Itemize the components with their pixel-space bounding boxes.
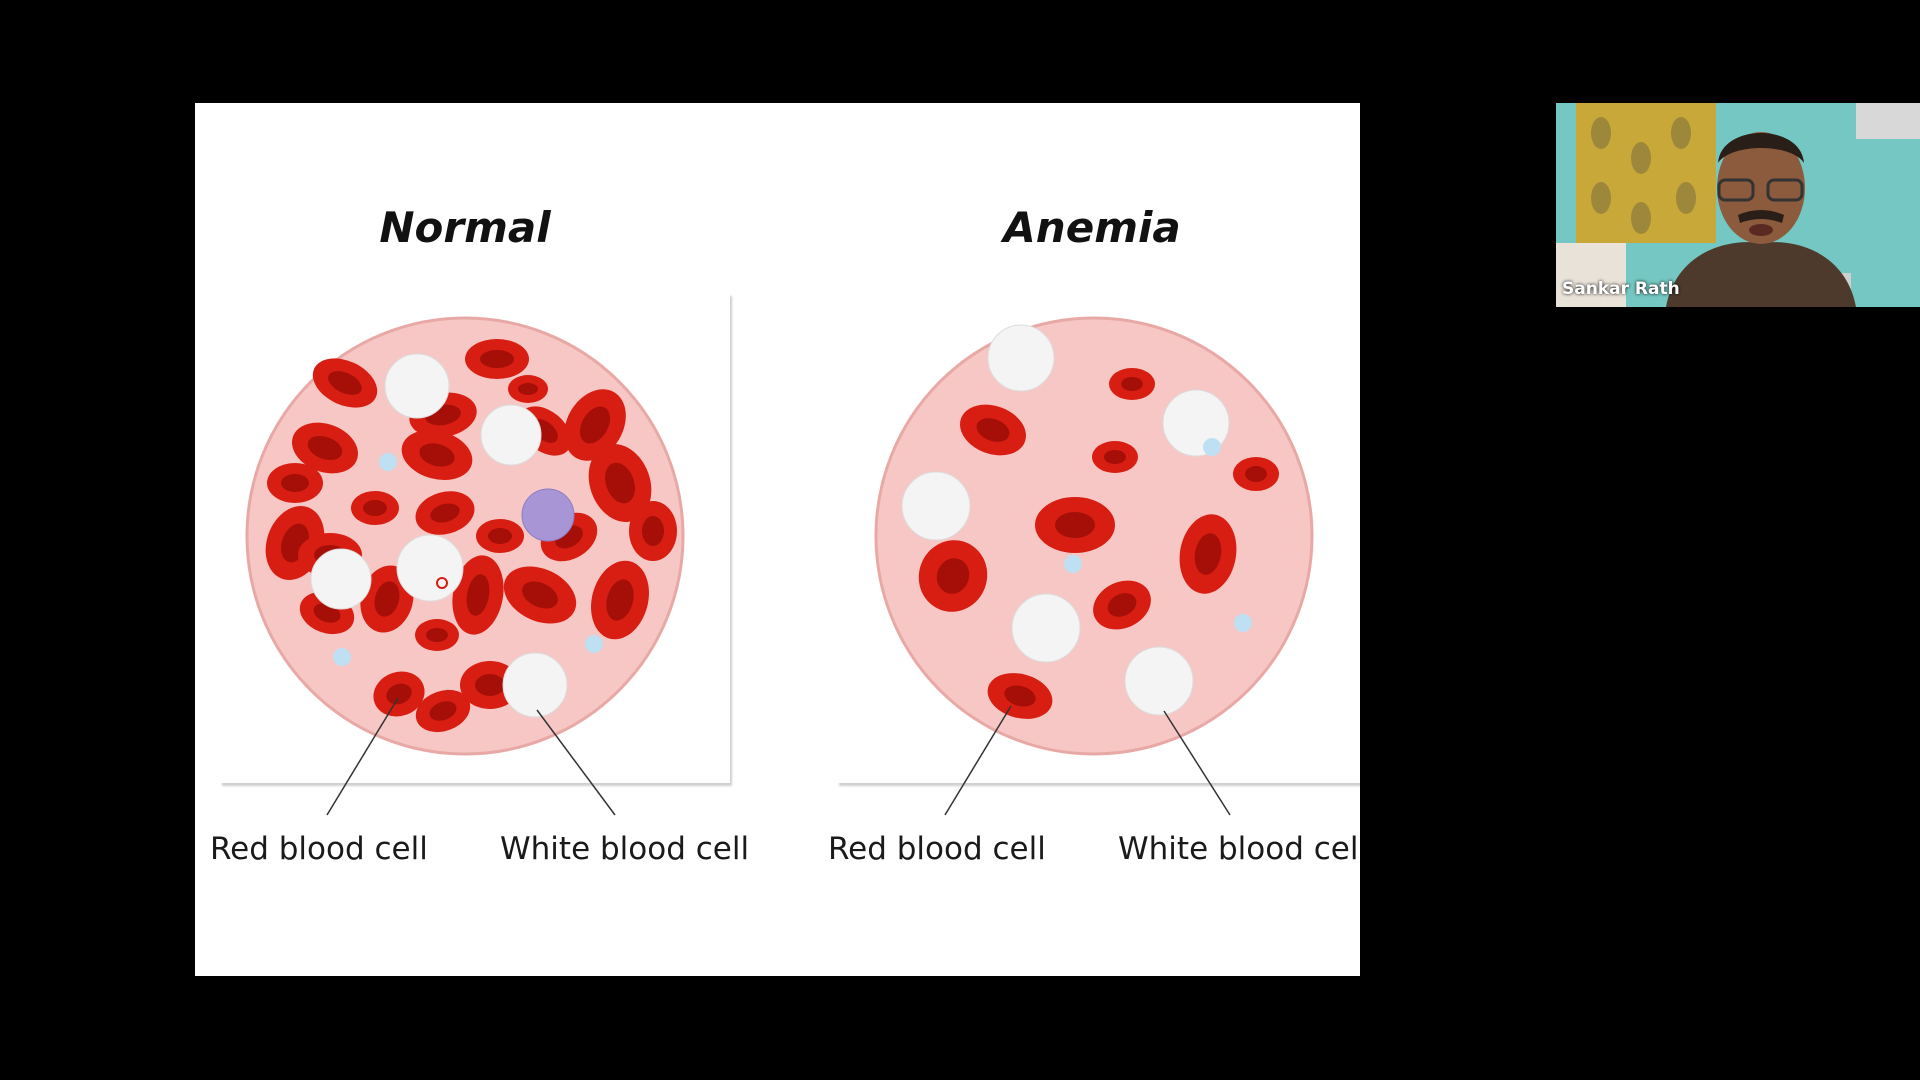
anemia-title: Anemia bbox=[1003, 203, 1181, 252]
normal-title: Normal bbox=[379, 203, 551, 252]
anemia-red-cells bbox=[918, 368, 1279, 719]
anemia-red-cell-label: Red blood cell bbox=[828, 831, 1046, 867]
normal-white-cell-label: White blood cell bbox=[500, 831, 750, 867]
anemia-blood-smear bbox=[874, 316, 1314, 816]
presentation-slide: Normal bbox=[195, 103, 1360, 976]
participant-name: Sankar Rath bbox=[1562, 279, 1680, 299]
anemia-white-cell-label: White blood cell bbox=[1118, 831, 1360, 867]
normal-white-cells bbox=[310, 353, 575, 718]
participant-video bbox=[1556, 103, 1920, 307]
anemia-platelets bbox=[1064, 438, 1252, 632]
normal-platelets bbox=[333, 453, 603, 666]
participant-video-tile[interactable]: Sankar Rath bbox=[1556, 103, 1920, 307]
normal-red-cell-label: Red blood cell bbox=[210, 831, 428, 867]
normal-blood-smear bbox=[245, 316, 685, 816]
anemia-white-cells bbox=[901, 324, 1230, 716]
